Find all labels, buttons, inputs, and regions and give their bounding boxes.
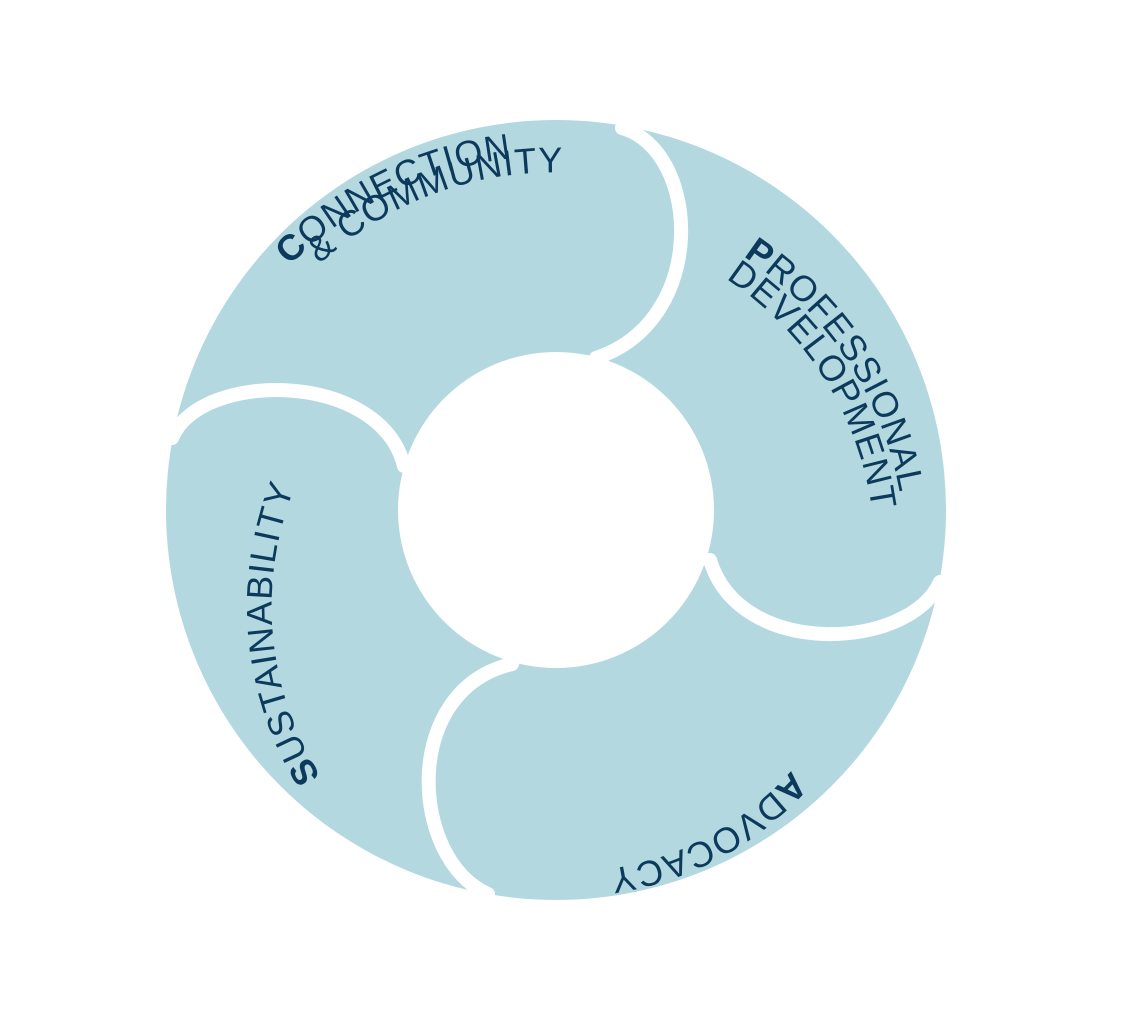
separator-left — [165, 383, 411, 473]
separator-right — [703, 553, 947, 642]
cycle-center-hole — [398, 352, 714, 668]
segment-separators — [165, 121, 947, 901]
separator-bottom-left — [421, 657, 519, 901]
separator-top-right — [589, 121, 688, 365]
